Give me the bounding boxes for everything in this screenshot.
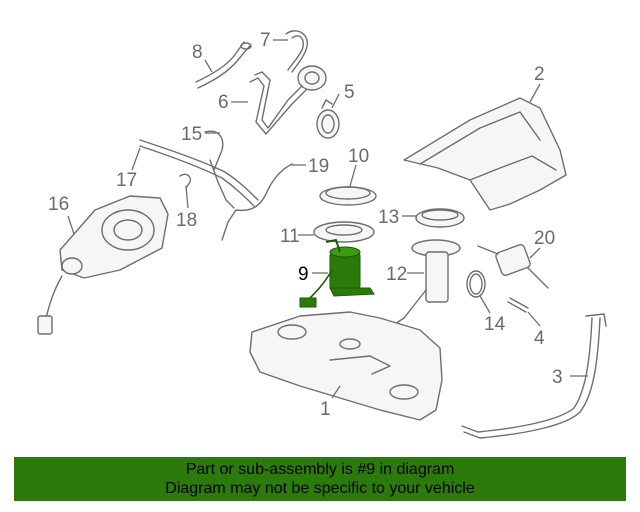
banner-line-1: Part or sub-assembly is #9 in diagram (185, 461, 455, 478)
callout-17: 17 (116, 170, 137, 191)
info-banner: Part or sub-assembly is #9 in diagram Di… (14, 457, 626, 501)
callout-6: 6 (218, 92, 229, 113)
part-14-o-ring (466, 270, 486, 298)
parts-diagram: 8 7 6 5 2 15 17 18 19 10 16 11 13 9 12 2… (37, 30, 607, 439)
banner-line-2: Diagram may not be specific to your vehi… (165, 480, 475, 497)
callout-3: 3 (552, 367, 563, 388)
part-2-heat-shield (403, 97, 567, 211)
part-10-lock-ring (319, 186, 377, 206)
callout-2: 2 (534, 64, 545, 85)
callout-19: 19 (308, 156, 329, 177)
callout-13: 13 (378, 207, 399, 228)
part-filler-neck (297, 65, 327, 91)
part-20-valve (477, 244, 549, 289)
callout-4: 4 (534, 328, 545, 349)
callout-8: 8 (192, 42, 203, 63)
part-11-seal (313, 221, 375, 243)
part-18-connector (179, 173, 192, 189)
callout-9: 9 (298, 264, 309, 285)
callout-11: 11 (280, 226, 300, 247)
part-12-sender-unit (391, 239, 461, 337)
callout-18: 18 (176, 210, 197, 231)
part-5-clamp (316, 99, 340, 139)
part-4-pin (507, 297, 529, 313)
part-6-filler-pipe (249, 71, 307, 135)
part-3-strap (461, 313, 607, 439)
callout-labels: 8 7 6 5 2 15 17 18 19 10 16 11 13 9 12 2… (48, 30, 563, 420)
callout-1: 1 (320, 399, 331, 420)
leader-lines (67, 39, 588, 399)
part-8-hose (195, 41, 252, 89)
callout-14: 14 (484, 314, 506, 335)
callout-7: 7 (260, 30, 271, 51)
part-7-hose (285, 30, 308, 73)
part-1-fuel-tank (249, 311, 443, 421)
callout-10: 10 (348, 146, 369, 167)
part-16-canister (37, 195, 169, 335)
part-19-line (221, 163, 293, 241)
part-9-fuel-pump[interactable] (299, 238, 375, 308)
callout-16: 16 (48, 194, 69, 215)
part-13-lock-ring (415, 208, 465, 228)
callout-20: 20 (534, 228, 555, 249)
callout-12: 12 (386, 264, 407, 285)
callout-15: 15 (181, 124, 202, 145)
callout-5: 5 (344, 82, 355, 103)
part-17-fuel-lines (139, 130, 259, 209)
